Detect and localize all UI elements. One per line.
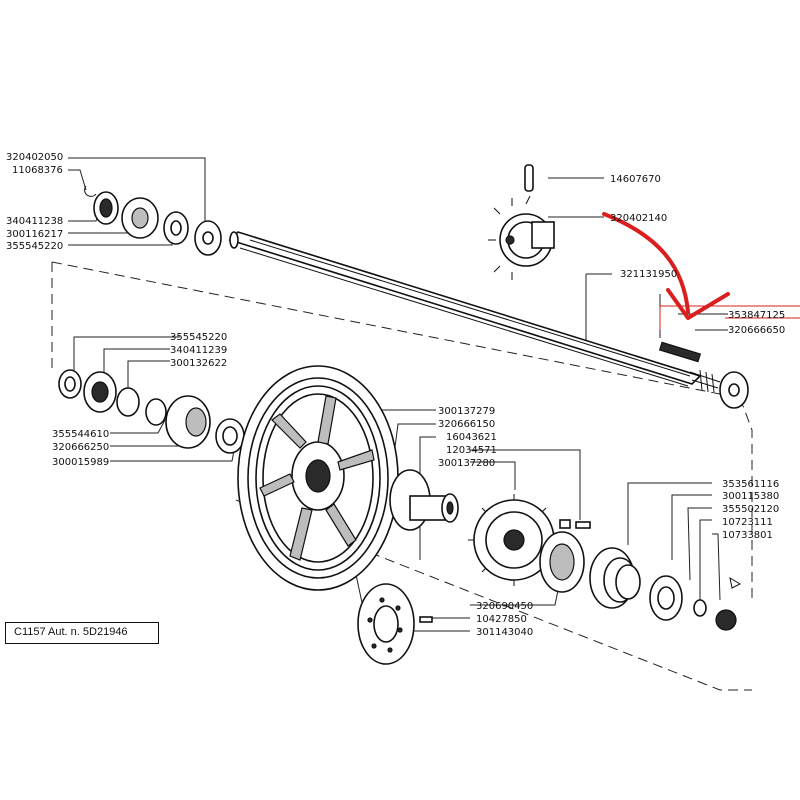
label-355545220: 355545220: [170, 332, 227, 343]
red-arrow-annotation: [602, 212, 730, 320]
label-300115380: 300115380: [722, 491, 779, 502]
bearing-group-left: [58, 369, 245, 454]
label-320666650: 320666650: [728, 325, 785, 336]
label-340411238: 340411238: [6, 216, 63, 227]
part-number-labels: 320402050 11068376 340411238 300116217 3…: [6, 152, 785, 638]
label-355544610: 355544610: [52, 429, 109, 440]
v-pulley: [237, 365, 399, 591]
key: [658, 341, 702, 363]
flange-plate: [357, 583, 433, 665]
label-355545220-top: 355545220: [6, 241, 63, 252]
label-321131950: 321131950: [620, 269, 677, 280]
label-320666250: 320666250: [52, 442, 109, 453]
annotation-marks: [602, 212, 800, 330]
label-353561116: 353561116: [722, 479, 779, 490]
label-353847125: 353847125: [728, 310, 785, 321]
label-16043621: 16043621: [446, 432, 497, 443]
label-340411239: 340411239: [170, 345, 227, 356]
label-320666150: 320666150: [438, 419, 495, 430]
label-300132622: 300132622: [170, 358, 227, 369]
label-14607670: 14607670: [610, 174, 661, 185]
center-sprocket: [468, 494, 591, 586]
hub-flange: [389, 469, 459, 531]
label-12034571: 12034571: [446, 445, 497, 456]
label-300137280: 300137280: [438, 458, 495, 469]
right-spring-group: [539, 531, 742, 631]
label-320402140: 320402140: [610, 213, 667, 224]
label-11068376: 11068376: [12, 165, 63, 176]
label-301143040: 301143040: [476, 627, 533, 638]
red-highlight-line: [659, 305, 800, 330]
label-355502120: 355502120: [722, 504, 779, 515]
assembly-outline-lower: [235, 499, 752, 691]
label-10723111: 10723111: [722, 517, 773, 528]
bearing-group-top: [84, 185, 222, 256]
label-320402050: 320402050: [6, 152, 63, 163]
label-10733801: 10733801: [722, 530, 773, 541]
main-shaft: [228, 231, 749, 409]
caption-text: C1157 Aut. n. 5D21946: [14, 626, 128, 638]
top-sprocket: [488, 164, 555, 280]
assembly-outline: [51, 261, 753, 600]
label-300137279: 300137279: [438, 406, 495, 417]
caption-box: C1157 Aut. n. 5D21946: [5, 622, 159, 644]
label-10427850: 10427850: [476, 614, 527, 625]
label-320690450: 320690450: [476, 601, 533, 612]
label-300015989: 300015989: [52, 457, 109, 468]
label-300116217: 300116217: [6, 229, 63, 240]
